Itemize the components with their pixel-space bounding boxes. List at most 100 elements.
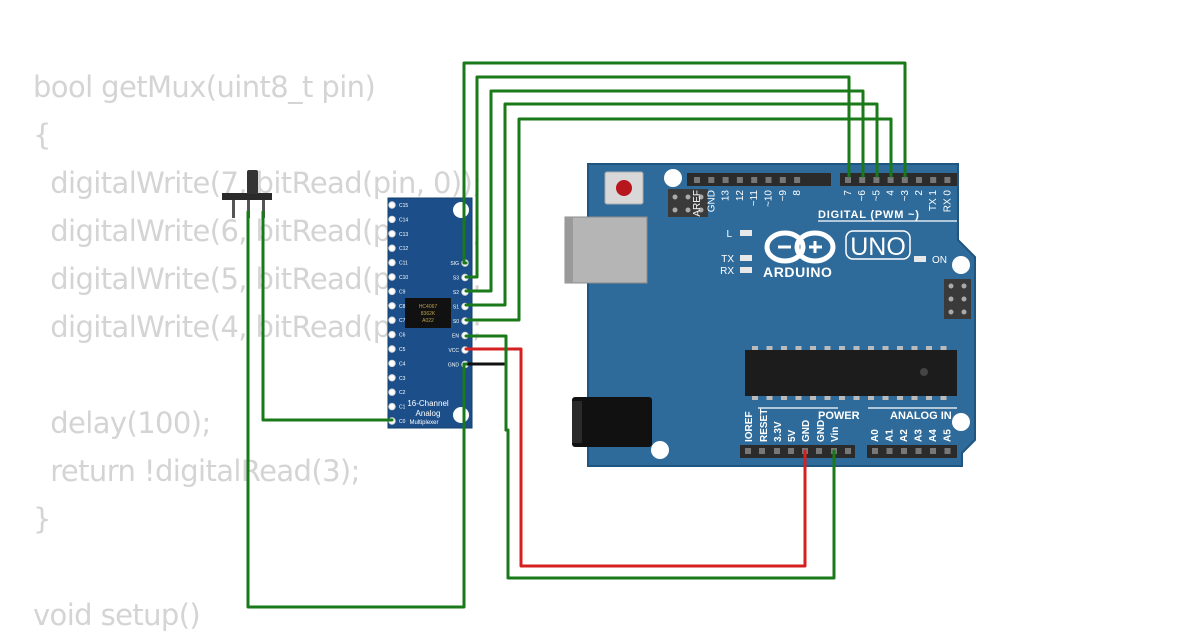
brand-label: ARDUINO: [763, 264, 833, 280]
wire-gnd-gnd-board[interactable]: [464, 334, 508, 432]
header-pin[interactable]: [887, 177, 894, 183]
pin-label: 4: [886, 190, 897, 196]
wire-sig-d3[interactable]: [462, 61, 907, 265]
code-line: delay(100);: [33, 406, 211, 440]
header-pin[interactable]: [774, 448, 780, 454]
header-pin[interactable]: [694, 177, 700, 183]
switch-handle[interactable]: [247, 170, 258, 194]
header-pin[interactable]: [751, 177, 758, 183]
pin-label: ~11: [749, 190, 760, 207]
header-pin[interactable]: [886, 448, 893, 454]
header-pin[interactable]: [845, 177, 851, 183]
mux-pin-label: C13: [399, 232, 408, 238]
header-pin[interactable]: [722, 177, 729, 183]
code-line: void setup(): [33, 598, 201, 632]
power-header: [740, 445, 855, 458]
mux-pin[interactable]: [388, 345, 396, 353]
digital-label: DIGITAL (PWM ~): [818, 209, 920, 221]
digital-header-right: [840, 173, 957, 186]
header-pin[interactable]: [916, 177, 922, 183]
model-label: UNO: [850, 233, 906, 261]
wire-switch-gnd[interactable]: [246, 210, 468, 609]
header-pin[interactable]: [759, 448, 765, 454]
mux-pin[interactable]: [388, 215, 396, 224]
mux-pin-label: C11: [399, 261, 408, 267]
header-pin[interactable]: [845, 448, 851, 454]
svg-text:RX: RX: [720, 266, 734, 277]
mux-pin[interactable]: [388, 302, 396, 310]
code-line: return !digitalRead(3);: [33, 454, 360, 488]
wire-s0-d4[interactable]: [464, 117, 893, 322]
mux-pin-label: C14: [399, 217, 408, 223]
pin-label: 5V: [787, 429, 798, 442]
header-pin[interactable]: [745, 448, 751, 454]
mux-pin[interactable]: [388, 359, 396, 368]
icsp-header: [944, 279, 971, 319]
mounting-hole: [453, 202, 469, 218]
wire-s3-d7[interactable]: [464, 75, 851, 279]
pin-label: A3: [914, 429, 925, 442]
mux-16-channel-board[interactable]: HC4067 8362K A022 C15C14C13C12C11C10C9C8…: [387, 197, 473, 429]
mounting-hole: [453, 407, 469, 423]
mux-pin[interactable]: [388, 201, 396, 209]
usb-connector: [564, 216, 648, 284]
header-pin[interactable]: [794, 177, 801, 183]
mux-pin[interactable]: [388, 244, 396, 252]
header-pin[interactable]: [930, 177, 937, 183]
wire-vcc-5v[interactable]: [464, 347, 807, 568]
header-pin[interactable]: [930, 448, 936, 454]
header-pin[interactable]: [872, 448, 878, 454]
analog-label: ANALOG IN: [890, 410, 952, 422]
pin-label: 8: [792, 190, 803, 196]
header-pin[interactable]: [901, 448, 907, 454]
wire-s1-d5[interactable]: [464, 102, 879, 307]
mux-pin-label: C12: [399, 246, 408, 252]
pin-label: ~5: [871, 190, 882, 202]
pin-label: GND: [706, 190, 717, 212]
slide-switch[interactable]: [222, 170, 272, 218]
mux-pin-label: S1: [453, 305, 459, 311]
mux-pin[interactable]: [388, 316, 396, 324]
header-pin[interactable]: [859, 177, 866, 183]
code-line: digitalWrite(5, bitRead(pin, 2));: [33, 262, 482, 296]
pin-label: A0: [870, 429, 881, 442]
wire-ground-return[interactable]: [506, 428, 836, 580]
mux-pin-label: GND: [448, 363, 460, 369]
mux-pin[interactable]: [388, 230, 396, 238]
header-pin[interactable]: [708, 177, 715, 183]
mux-pin[interactable]: [388, 258, 396, 267]
mux-pin[interactable]: [388, 330, 396, 339]
svg-text:L: L: [726, 229, 732, 240]
mux-pin[interactable]: [388, 402, 396, 411]
header-pin[interactable]: [765, 177, 772, 183]
svg-text:TX: TX: [721, 254, 734, 265]
mux-pin-label: S2: [453, 290, 459, 296]
arduino-logo-icon: [764, 230, 836, 264]
header-pin[interactable]: [915, 448, 922, 454]
header-pin[interactable]: [736, 177, 743, 183]
pin-label: 13: [721, 190, 732, 202]
header-pin[interactable]: [944, 448, 951, 454]
pin-label: RX 0: [942, 190, 953, 213]
pin-label: ~3: [900, 190, 911, 202]
header-pin[interactable]: [901, 177, 908, 183]
header-pin[interactable]: [816, 448, 822, 454]
header-pin[interactable]: [788, 448, 794, 454]
pin-label: Vin: [830, 427, 841, 442]
mux-pin[interactable]: [388, 287, 396, 296]
mux-caption: Multiplexer: [409, 420, 438, 426]
pin-label: A5: [943, 429, 954, 442]
mux-pin-label: SIG: [450, 261, 459, 267]
mux-pin[interactable]: [388, 273, 396, 281]
header-pin[interactable]: [779, 177, 786, 183]
mux-pin[interactable]: [388, 374, 396, 382]
header-pin[interactable]: [873, 177, 880, 183]
mux-pin-label: C7: [399, 318, 406, 324]
mux-chip: [405, 298, 451, 328]
wire-switch-c0[interactable]: [261, 210, 394, 422]
header-pin[interactable]: [944, 177, 951, 183]
pin-label: A4: [928, 429, 939, 442]
mux-pin[interactable]: [388, 388, 396, 396]
